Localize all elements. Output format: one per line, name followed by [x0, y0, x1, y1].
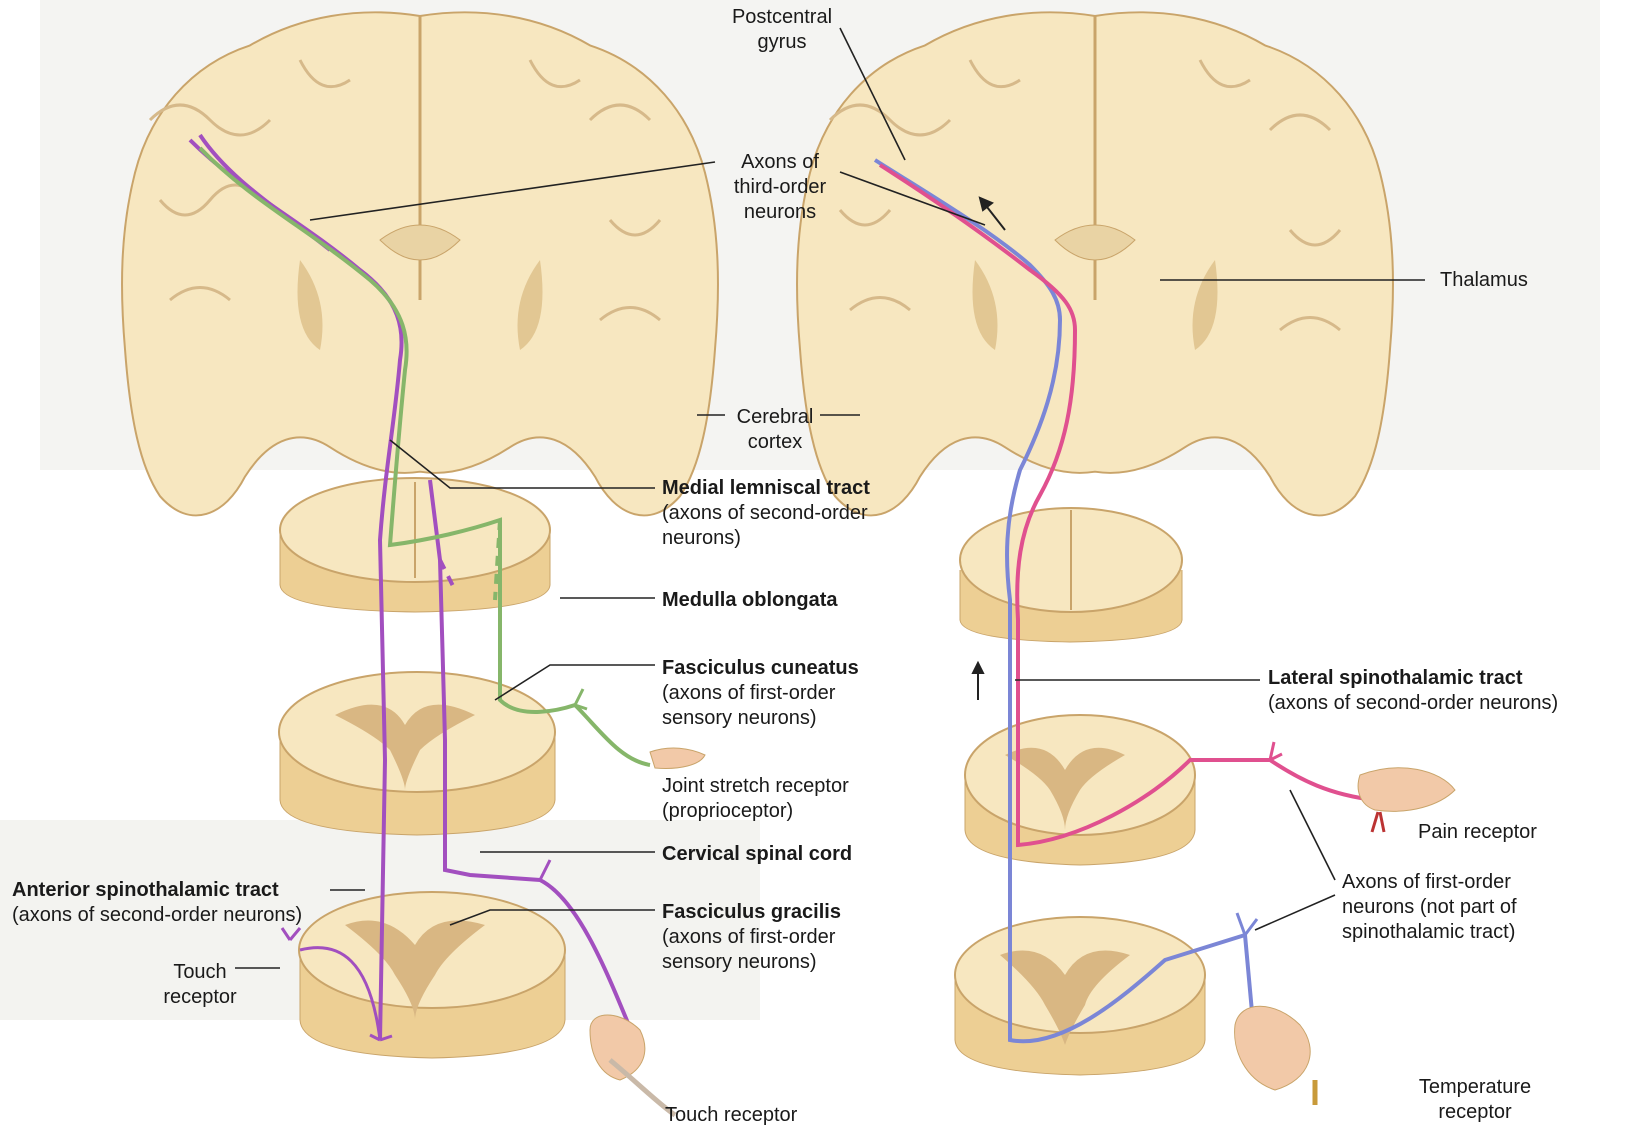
right-lumbar-section	[955, 917, 1205, 1075]
label-joint-stretch-receptor: Joint stretch receptor (proprioceptor)	[662, 774, 849, 824]
label-lateral-spinothalamic-tract: Lateral spinothalamic tract (axons of se…	[1268, 666, 1558, 716]
label-touch-receptor-bottom: Touch receptor	[665, 1103, 797, 1128]
label-anterior-spinothalamic-tract: Anterior spinothalamic tract (axons of s…	[12, 878, 302, 928]
left-cervical-section	[279, 672, 555, 835]
left-medulla-section	[280, 478, 550, 612]
label-fasciculus-gracilis: Fasciculus gracilis (axons of first-orde…	[662, 900, 841, 975]
label-axons-first-order: Axons of first-order neurons (not part o…	[1342, 870, 1517, 945]
right-brain-section	[797, 12, 1393, 515]
label-medial-lemniscal-tract: Medial lemniscal tract (axons of second-…	[662, 476, 870, 551]
hand-icon	[650, 748, 705, 768]
foot-icon-left	[590, 1015, 675, 1115]
label-pain-receptor: Pain receptor	[1418, 820, 1537, 845]
label-postcentral-gyrus: Postcentral gyrus	[702, 5, 862, 55]
label-cerebral-cortex: Cerebral cortex	[725, 405, 825, 455]
left-brain-section	[122, 12, 718, 515]
label-axons-third-order: Axons of third-order neurons	[710, 150, 850, 225]
label-cervical-spinal-cord: Cervical spinal cord	[662, 842, 852, 867]
label-thalamus: Thalamus	[1440, 268, 1528, 293]
left-lumbar-section	[299, 892, 565, 1058]
label-fasciculus-cuneatus: Fasciculus cuneatus (axons of first-orde…	[662, 656, 859, 731]
right-cervical-section	[965, 715, 1195, 865]
right-medulla-section	[960, 508, 1182, 642]
label-temperature-receptor: Temperature receptor	[1405, 1075, 1545, 1125]
label-medulla-oblongata: Medulla oblongata	[662, 588, 838, 613]
label-touch-receptor-left: Touch receptor	[150, 960, 250, 1010]
foot-icon-right	[1235, 1006, 1315, 1105]
